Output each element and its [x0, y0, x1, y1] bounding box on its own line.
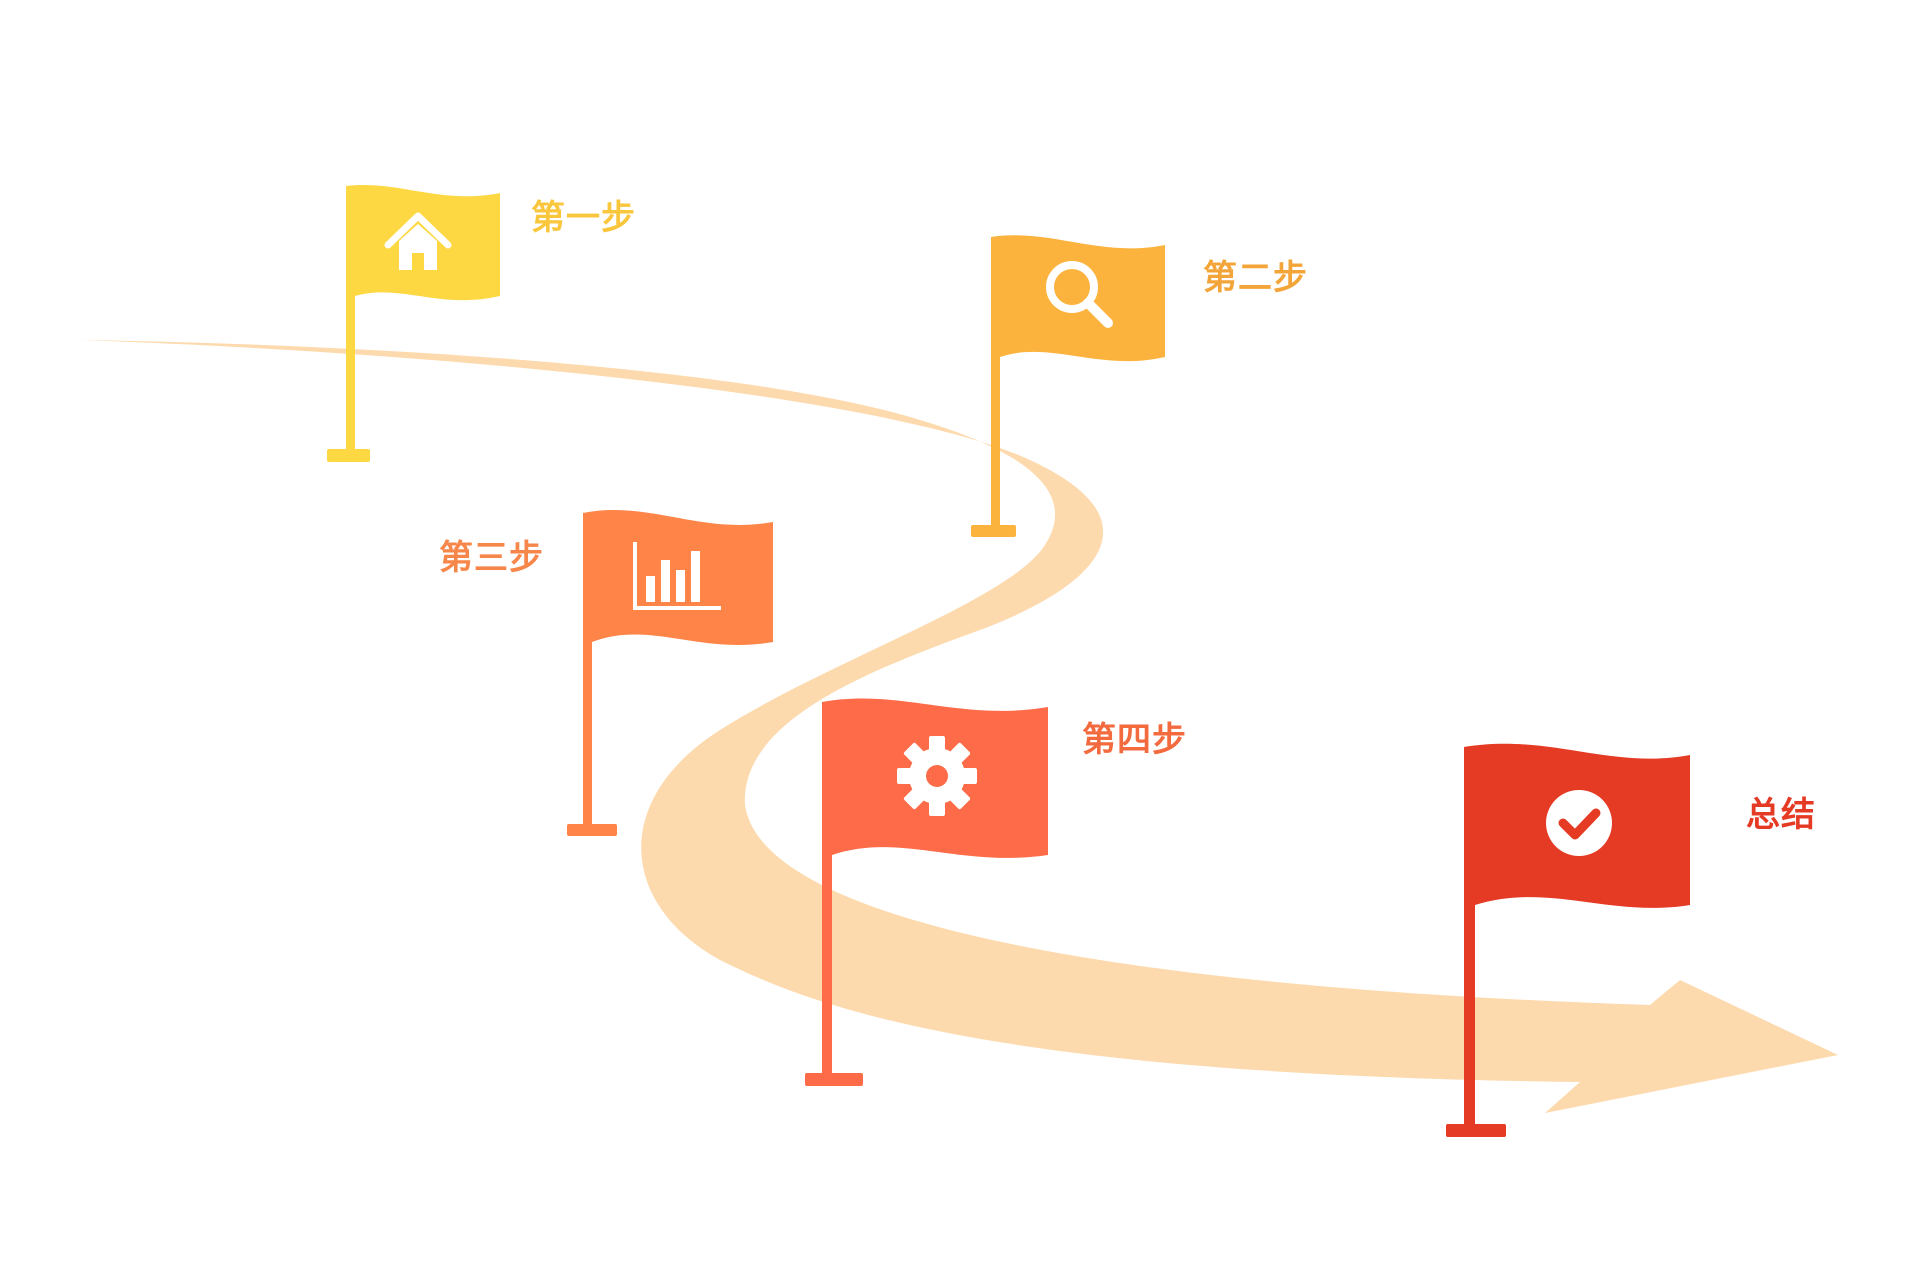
step-2-flag — [971, 235, 1165, 537]
step-4-flag — [805, 698, 1048, 1086]
flag-cloth — [991, 235, 1165, 362]
step-1-label: 第一步 — [531, 198, 636, 238]
bar-chart-icon — [633, 542, 721, 610]
step-3-label: 第三步 — [439, 538, 544, 578]
flag-pole-base — [971, 525, 1016, 537]
search-icon — [1046, 261, 1113, 328]
flag-pole — [991, 237, 1000, 531]
step-2-label: 第二步 — [1203, 258, 1308, 298]
summary-flag — [1446, 743, 1690, 1137]
home-icon — [384, 212, 452, 270]
step-4-label: 第四步 — [1082, 720, 1187, 760]
flag-pole — [1464, 747, 1475, 1132]
flag-pole-base — [805, 1073, 863, 1086]
gear-icon — [897, 736, 977, 816]
flag-pole — [583, 513, 592, 830]
flag-pole-base — [1446, 1124, 1506, 1137]
flag-pole-base — [327, 449, 370, 462]
flag-pole — [822, 702, 832, 1080]
step-1-flag — [327, 185, 500, 462]
flag-pole — [346, 186, 355, 458]
flag-pole-base — [567, 824, 617, 836]
winding-road-path — [80, 340, 1838, 1113]
step-3-flag — [567, 510, 773, 836]
check-icon — [1546, 790, 1612, 856]
summary-label: 总结 — [1746, 795, 1816, 835]
